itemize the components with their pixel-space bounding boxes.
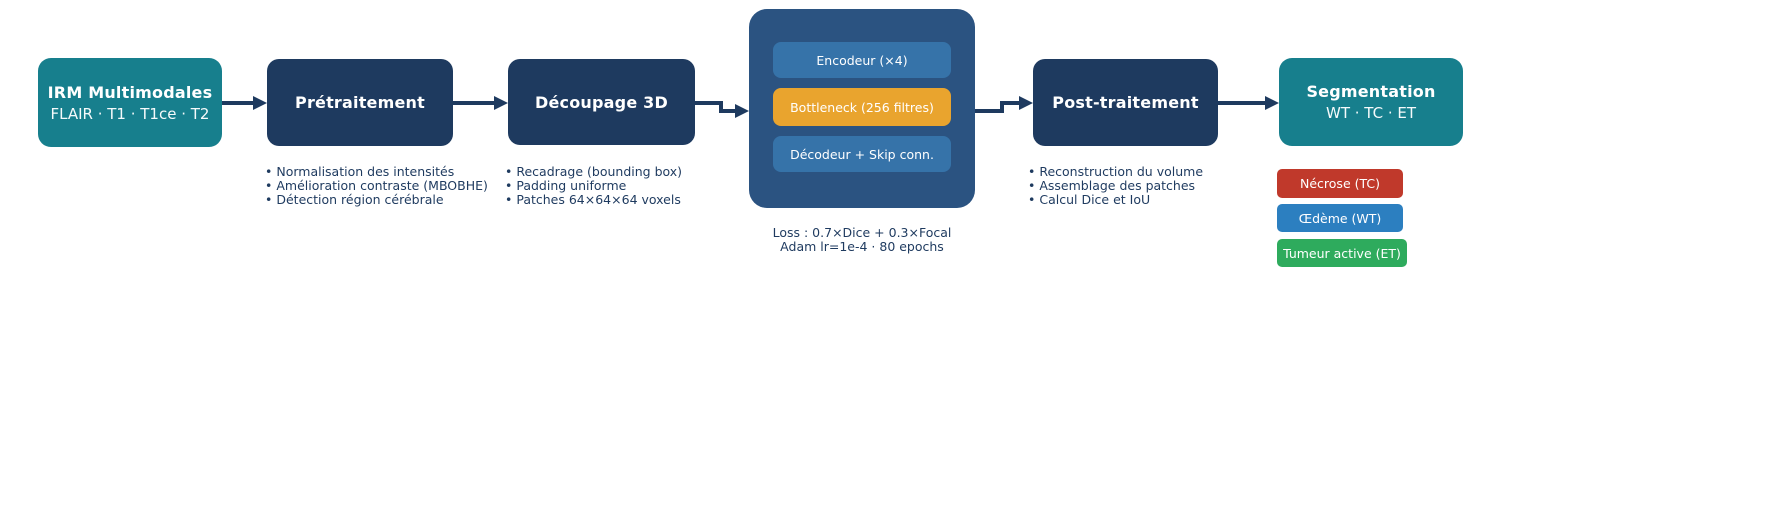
bullet-item: • Patches 64×64×64 voxels bbox=[505, 192, 681, 207]
bullet-item: • Calcul Dice et IoU bbox=[1028, 192, 1151, 207]
patching-bullet-list: • Recadrage (bounding box) • Padding uni… bbox=[505, 165, 682, 207]
optimizer-note: Adam lr=1e-4 · 80 epochs bbox=[780, 238, 944, 254]
unet-training-notes: Loss : 0.7×Dice + 0.3×Focal Adam lr=1e-4… bbox=[702, 226, 1022, 253]
stage-segmentation-box: Segmentation WT · TC · ET bbox=[1279, 58, 1463, 146]
stage-postprocessing-box: Post-traitement bbox=[1033, 59, 1218, 146]
bullet-item: • Amélioration contraste (MBOBHE) bbox=[265, 178, 488, 193]
stage-input-box: IRM Multimodales FLAIR · T1 · T1ce · T2 bbox=[38, 58, 222, 147]
arrow-patching-to-unet bbox=[695, 101, 749, 118]
preprocessing-bullet-list: • Normalisation des intensités • Amélior… bbox=[265, 165, 488, 207]
bullet-item: • Padding uniforme bbox=[505, 178, 627, 193]
arrow-input-to-preprocessing bbox=[222, 96, 267, 110]
stage-input-subtitle: FLAIR · T1 · T1ce · T2 bbox=[50, 104, 210, 123]
unet-container: Encodeur (×4) Bottleneck (256 filtres) D… bbox=[749, 9, 975, 208]
stage-segmentation-subtitle: WT · TC · ET bbox=[1326, 104, 1416, 122]
unet-encoder-block: Encodeur (×4) bbox=[773, 42, 951, 78]
postprocessing-bullet-list: • Reconstruction du volume • Assemblage … bbox=[1028, 165, 1203, 207]
stage-input-title: IRM Multimodales bbox=[47, 82, 213, 102]
class-badge-active-tumor: Tumeur active (ET) bbox=[1277, 239, 1407, 267]
class-badge-edema: Œdème (WT) bbox=[1277, 204, 1403, 232]
stage-preprocessing-box: Prétraitement bbox=[267, 59, 453, 146]
bullet-item: • Détection région cérébrale bbox=[265, 192, 444, 207]
bullet-item: • Normalisation des intensités bbox=[265, 164, 455, 179]
arrow-unet-to-postprocessing bbox=[975, 96, 1033, 113]
unet-bottleneck-block: Bottleneck (256 filtres) bbox=[773, 88, 951, 126]
stage-postprocessing-title: Post-traitement bbox=[1052, 93, 1199, 112]
bullet-item: • Assemblage des patches bbox=[1028, 178, 1196, 193]
stage-segmentation-title: Segmentation bbox=[1306, 82, 1436, 101]
stage-preprocessing-title: Prétraitement bbox=[295, 93, 425, 112]
arrow-postprocessing-to-segmentation bbox=[1218, 96, 1279, 110]
class-badge-necrosis: Nécrose (TC) bbox=[1277, 169, 1403, 198]
stage-patching-box: Découpage 3D bbox=[508, 59, 695, 145]
bullet-item: • Reconstruction du volume bbox=[1028, 164, 1204, 179]
bullet-item: • Recadrage (bounding box) bbox=[505, 164, 683, 179]
loss-note: Loss : 0.7×Dice + 0.3×Focal bbox=[772, 225, 952, 240]
unet-decoder-block: Décodeur + Skip conn. bbox=[773, 136, 951, 172]
stage-patching-title: Découpage 3D bbox=[535, 92, 668, 112]
arrow-preprocessing-to-patching bbox=[453, 96, 508, 110]
